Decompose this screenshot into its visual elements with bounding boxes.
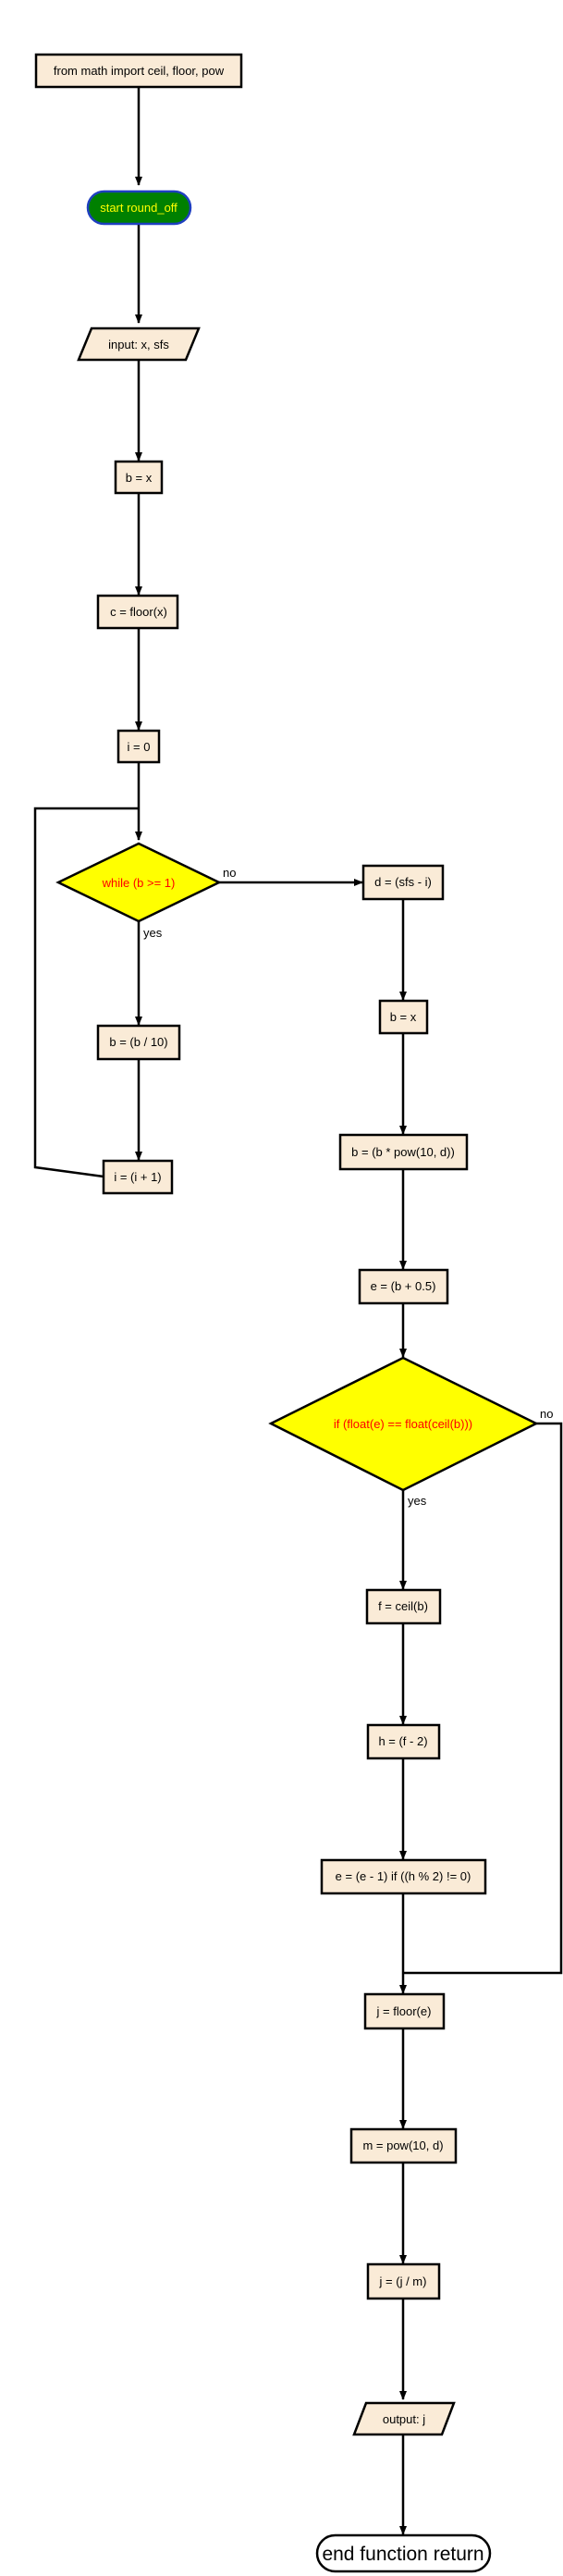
node-output: output: j — [352, 2401, 456, 2436]
node-e-adj: e = (e - 1) if ((h % 2) != 0) — [320, 1858, 487, 1895]
node-c-floor-label: c = floor(x) — [110, 605, 167, 619]
node-b-mul-label: b = (b * pow(10, d)) — [351, 1145, 455, 1159]
node-b-reset: b = x — [378, 999, 429, 1035]
node-b-reset-label: b = x — [390, 1010, 417, 1024]
edge-if-no — [403, 1422, 563, 1975]
node-e-adj-label: e = (e - 1) if ((h % 2) != 0) — [336, 1869, 471, 1883]
node-j-floor-label: j = floor(e) — [376, 2004, 432, 2018]
node-j-floor: j = floor(e) — [363, 1992, 446, 2030]
node-h-calc-label: h = (f - 2) — [378, 1734, 427, 1748]
node-f-ceil: f = ceil(b) — [365, 1588, 442, 1625]
decision-while: while (b >= 1) — [55, 842, 222, 923]
node-d-calc-label: d = (sfs - i) — [374, 875, 432, 889]
node-b-init-label: b = x — [126, 471, 153, 485]
node-end-label: end function return — [322, 2544, 483, 2565]
decision-if: if (float(e) == float(ceil(b))) — [268, 1356, 539, 1492]
node-m-pow-label: m = pow(10, d) — [362, 2138, 443, 2152]
node-i-init-label: i = 0 — [128, 740, 151, 754]
node-i-init: i = 0 — [116, 729, 161, 764]
node-b-div: b = (b / 10) — [96, 1024, 181, 1061]
node-b-init: b = x — [114, 460, 164, 495]
edge-label-if-yes: yes — [408, 1494, 427, 1508]
decision-if-label: if (float(e) == float(ceil(b))) — [334, 1417, 472, 1431]
node-f-ceil-label: f = ceil(b) — [378, 1599, 428, 1613]
node-c-floor: c = floor(x) — [96, 594, 179, 630]
node-output-label: output: j — [383, 2412, 425, 2426]
node-b-mul: b = (b * pow(10, d)) — [338, 1133, 469, 1171]
node-h-calc: h = (f - 2) — [366, 1723, 441, 1760]
node-i-inc: i = (i + 1) — [102, 1159, 174, 1195]
edge-label-while-no: no — [223, 866, 236, 880]
decision-while-label: while (b >= 1) — [102, 876, 176, 890]
node-end: end function return — [315, 2533, 492, 2573]
node-e-calc-label: e = (b + 0.5) — [371, 1279, 436, 1293]
node-import-label: from math import ceil, floor, pow — [54, 64, 225, 78]
edge-label-while-yes: yes — [143, 926, 163, 940]
node-start-label: start round_off — [100, 201, 177, 215]
node-input-label: input: x, sfs — [108, 338, 169, 351]
node-start: start round_off — [86, 190, 192, 226]
edge-label-if-no: no — [540, 1407, 553, 1421]
node-i-inc-label: i = (i + 1) — [114, 1170, 161, 1184]
node-j-div-label: j = (j / m) — [379, 2274, 427, 2288]
node-e-calc: e = (b + 0.5) — [358, 1268, 449, 1305]
node-m-pow: m = pow(10, d) — [349, 2127, 458, 2164]
node-d-calc: d = (sfs - i) — [361, 864, 445, 901]
node-input: input: x, sfs — [77, 327, 201, 362]
node-import: from math import ceil, floor, pow — [34, 53, 243, 89]
node-j-div: j = (j / m) — [366, 2262, 441, 2300]
edge-loop-back — [33, 807, 139, 1178]
edges — [33, 88, 563, 2535]
node-b-div-label: b = (b / 10) — [109, 1035, 167, 1049]
